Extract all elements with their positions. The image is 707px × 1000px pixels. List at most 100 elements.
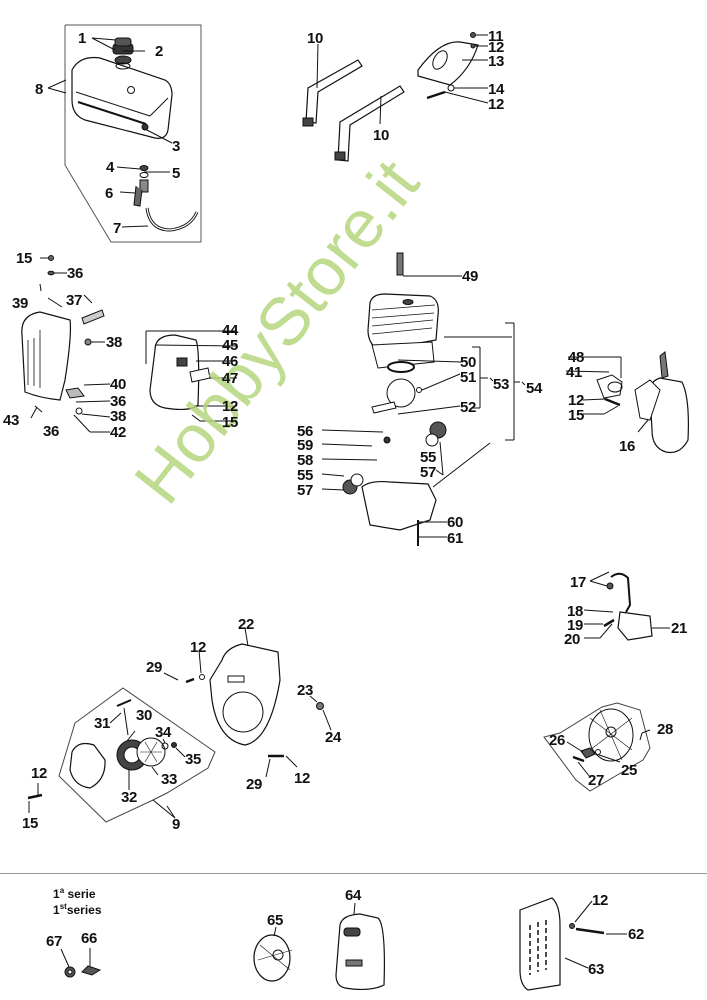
fuel-line-drawing (133, 165, 199, 232)
callout-16: 16 (619, 438, 636, 455)
first-series-note-en: 1stseries (53, 901, 102, 917)
callout-32: 32 (121, 789, 138, 806)
callout-15-d: 15 (22, 815, 39, 832)
callout-28: 28 (657, 721, 674, 738)
callout-52: 52 (460, 399, 477, 416)
callout-12-g: 12 (31, 765, 48, 782)
callout-15-c: 15 (568, 407, 585, 424)
callout-55: 55 (297, 467, 314, 484)
callout-45: 45 (222, 337, 239, 354)
callout-58: 58 (297, 452, 314, 469)
callout-51: 51 (460, 369, 477, 386)
callout-12-e: 12 (190, 639, 207, 656)
callout-48: 48 (568, 349, 585, 366)
callout-21: 21 (671, 620, 688, 637)
callout-18: 18 (567, 603, 584, 620)
ignition-coil-group (583, 571, 670, 641)
callout-29-b: 29 (246, 776, 263, 793)
callout-63: 63 (588, 961, 605, 978)
callout-37: 37 (66, 292, 83, 309)
callout-9: 9 (172, 816, 181, 833)
callout-33: 33 (161, 771, 178, 788)
callout-62: 62 (628, 926, 645, 943)
callout-25: 25 (621, 762, 638, 779)
callout-55-b: 55 (420, 449, 437, 466)
callout-57: 57 (297, 482, 314, 499)
callout-10-b: 10 (373, 127, 390, 144)
callout-4: 4 (106, 159, 115, 176)
callout-39: 39 (12, 295, 29, 312)
callout-8: 8 (35, 81, 44, 98)
fuel-tank-drawing (71, 37, 173, 139)
callout-13: 13 (488, 53, 505, 70)
callout-46: 46 (222, 353, 239, 370)
callout-2: 2 (155, 43, 164, 60)
callout-27: 27 (588, 772, 605, 789)
muffler-group (145, 330, 238, 422)
callout-15-b: 15 (222, 414, 239, 431)
callout-66: 66 (81, 930, 98, 947)
callout-36: 36 (67, 265, 84, 282)
callout-60: 60 (447, 514, 464, 531)
callout-19: 19 (567, 617, 584, 634)
callout-38: 38 (106, 334, 123, 351)
carburetor-group (565, 351, 689, 454)
callout-3: 3 (172, 138, 181, 155)
callout-12-b: 12 (488, 96, 505, 113)
callout-59: 59 (297, 437, 314, 454)
callout-26: 26 (549, 732, 566, 749)
first-series-note: 1a serie 1stseries (53, 886, 102, 918)
callout-64: 64 (345, 887, 362, 904)
callout-1: 1 (78, 30, 87, 47)
callout-7: 7 (113, 220, 122, 237)
callout-5: 5 (172, 165, 181, 182)
callout-36-b: 36 (110, 393, 127, 410)
callout-29: 29 (146, 659, 163, 676)
callout-30: 30 (136, 707, 153, 724)
fuel-tank-group (47, 24, 202, 243)
callout-49: 49 (462, 268, 479, 285)
callout-14: 14 (488, 81, 505, 98)
callout-24: 24 (325, 729, 342, 746)
callout-22: 22 (238, 616, 255, 633)
callout-47: 47 (222, 370, 239, 387)
callout-12: 12 (488, 39, 505, 56)
straps-group (302, 32, 489, 162)
callout-54: 54 (526, 380, 543, 397)
callout-61: 61 (447, 530, 464, 547)
callout-12-h: 12 (592, 892, 609, 909)
bottom-parts-group (60, 897, 627, 991)
callout-35: 35 (185, 751, 202, 768)
callout-6: 6 (105, 185, 114, 202)
callout-23: 23 (297, 682, 314, 699)
starter-group (27, 687, 216, 823)
callout-31: 31 (94, 715, 111, 732)
first-series-note-it: 1a serie (53, 886, 96, 901)
callout-38-b: 38 (110, 408, 127, 425)
callout-56: 56 (297, 423, 314, 440)
callout-53: 53 (493, 376, 510, 393)
callout-11: 11 (488, 28, 504, 45)
callout-17: 17 (570, 574, 587, 591)
flywheel-group (543, 702, 651, 792)
callout-42: 42 (110, 424, 127, 441)
callout-65: 65 (267, 912, 284, 929)
fan-housing-group (163, 627, 332, 778)
callout-40: 40 (110, 376, 127, 393)
callout-12-c: 12 (222, 398, 239, 415)
callout-12-d: 12 (568, 392, 585, 409)
callout-50: 50 (460, 354, 477, 371)
cylinder-group (321, 252, 526, 546)
callout-43: 43 (3, 412, 20, 429)
callout-15: 15 (16, 250, 33, 267)
callout-20: 20 (564, 631, 581, 648)
callout-57-b: 57 (420, 464, 437, 481)
callout-36-c: 36 (43, 423, 60, 440)
callout-67: 67 (46, 933, 63, 950)
callout-41: 41 (566, 364, 583, 381)
callout-12-f: 12 (294, 770, 311, 787)
callout-10: 10 (307, 30, 324, 47)
group-outline (64, 24, 202, 243)
